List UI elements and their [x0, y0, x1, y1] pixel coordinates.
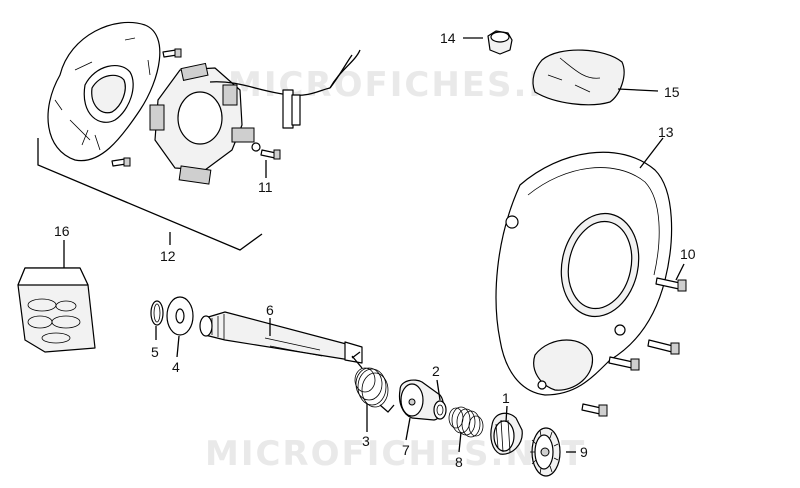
- callout-13: 13: [658, 124, 674, 140]
- callout-labels: 14 15 13 10 11 12 16 5 4 6 3 7 2 8 1 9: [54, 30, 696, 470]
- callout-14: 14: [440, 30, 456, 46]
- callout-7: 7: [402, 442, 410, 458]
- bolt-10-bottom[interactable]: [581, 403, 608, 417]
- callout-6: 6: [266, 302, 274, 318]
- grease-15[interactable]: [532, 49, 625, 106]
- callout-4: 4: [172, 359, 180, 375]
- washer-4[interactable]: [166, 296, 194, 336]
- leader-lines: [63, 37, 685, 453]
- group-bracket-12: [37, 138, 263, 251]
- callout-15: 15: [664, 84, 680, 100]
- ratchet-7[interactable]: [398, 379, 444, 421]
- screw-lower[interactable]: [111, 157, 131, 167]
- circlip-5[interactable]: [150, 300, 164, 326]
- nut-14[interactable]: [487, 30, 513, 55]
- stator-plate[interactable]: [47, 21, 161, 162]
- callout-16: 16: [54, 223, 70, 239]
- clip-2[interactable]: [433, 400, 447, 420]
- callout-1: 1: [502, 390, 510, 406]
- gear-9[interactable]: [530, 427, 561, 477]
- flywheel-cover-13[interactable]: [495, 151, 673, 396]
- callout-2: 2: [432, 363, 440, 379]
- callout-11: 11: [258, 179, 273, 195]
- bolt-10-middle[interactable]: [647, 339, 680, 355]
- spring-8[interactable]: [448, 406, 484, 438]
- gear-1[interactable]: [490, 412, 523, 455]
- gasket-set-16[interactable]: [17, 267, 96, 353]
- callout-8: 8: [455, 454, 463, 470]
- spring-3[interactable]: [351, 355, 395, 413]
- stator-coil[interactable]: [149, 49, 361, 185]
- callout-10: 10: [680, 246, 696, 262]
- callout-5: 5: [151, 344, 159, 360]
- callout-9: 9: [580, 444, 588, 460]
- callout-12: 12: [160, 248, 176, 264]
- callout-3: 3: [362, 433, 370, 449]
- bolt-10-upper[interactable]: [655, 277, 687, 292]
- shaft-6[interactable]: [199, 311, 363, 364]
- screw-11[interactable]: [251, 142, 281, 160]
- screw-upper[interactable]: [162, 48, 182, 58]
- bolt-10-lower[interactable]: [608, 356, 640, 371]
- watermark-bottom: MICROFICHES.NET: [205, 434, 586, 474]
